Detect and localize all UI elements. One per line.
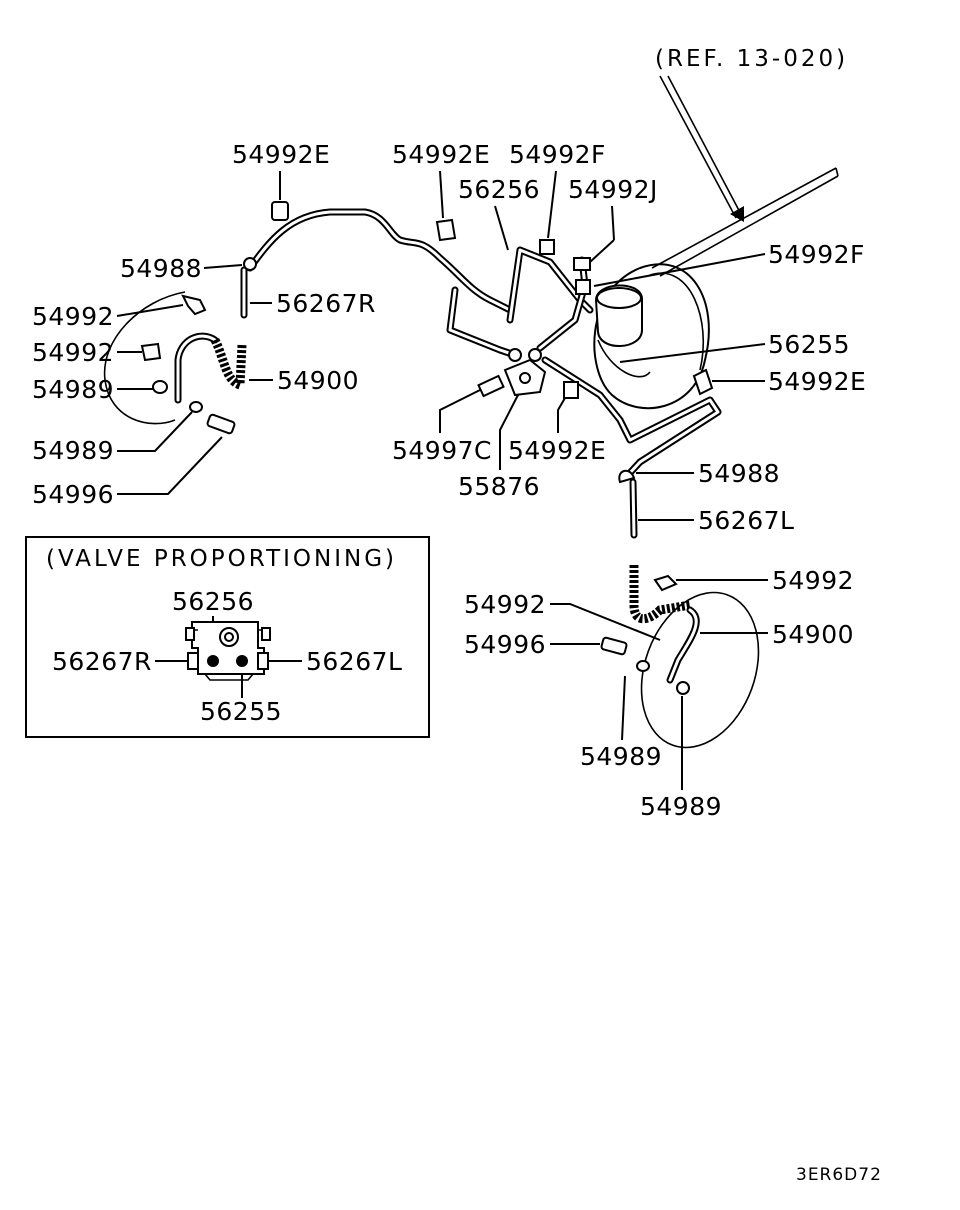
inset-label-56267r: 56267R bbox=[52, 647, 152, 676]
callout-54992e-right: 54992E bbox=[768, 367, 866, 396]
callout-54992j: 54992J bbox=[568, 175, 658, 204]
callout-54900-right: 54900 bbox=[772, 620, 854, 649]
callout-54992-right-a: 54992 bbox=[772, 566, 854, 595]
callout-54996-left: 54996 bbox=[32, 480, 114, 509]
inset-label-56256: 56256 bbox=[172, 587, 254, 616]
clip-54992e-upper-left bbox=[271, 201, 289, 221]
callout-54989-right-b: 54989 bbox=[640, 792, 722, 821]
callout-56267r: 56267R bbox=[276, 289, 376, 318]
callout-54989-left-b: 54989 bbox=[32, 436, 114, 465]
clip-54992e-lower bbox=[563, 381, 579, 399]
callout-54988-left: 54988 bbox=[120, 254, 202, 283]
callout-54996-right: 54996 bbox=[464, 630, 546, 659]
callout-56256: 56256 bbox=[458, 175, 540, 204]
proportioning-valve bbox=[477, 348, 547, 398]
callout-54992f-center: 54992F bbox=[509, 140, 606, 169]
callout-54992-left-a: 54992 bbox=[32, 302, 114, 331]
inset-title: (VALVE PROPORTIONING) bbox=[46, 546, 397, 572]
callout-55876: 55876 bbox=[458, 472, 540, 501]
clip-54992f-right bbox=[575, 279, 591, 295]
callout-54989-left-a: 54989 bbox=[32, 375, 114, 404]
clip-54992e-center bbox=[435, 218, 457, 242]
brake-pipe-network bbox=[240, 208, 722, 539]
callout-54992e-center: 54992E bbox=[392, 140, 490, 169]
seal-54988-right bbox=[618, 469, 636, 484]
callout-54900-left: 54900 bbox=[277, 366, 359, 395]
inset-label-56267l: 56267L bbox=[306, 647, 402, 676]
callout-54992f-right: 54992F bbox=[768, 240, 865, 269]
callout-54997c: 54997C bbox=[392, 436, 492, 465]
seal-54988-left bbox=[243, 257, 257, 271]
front-left-hose-assembly bbox=[103, 291, 247, 435]
front-right-hose-assembly bbox=[600, 565, 760, 749]
inset-label-56255: 56255 bbox=[200, 697, 282, 726]
callout-54988-right: 54988 bbox=[698, 459, 780, 488]
valve-proportioning-inset: (VALVE PROPORTIONING) 56256 56267R 56267… bbox=[25, 536, 430, 738]
clip-54992e-right bbox=[692, 368, 714, 396]
reference-label: (REF. 13-020) bbox=[655, 46, 848, 72]
reference-leader bbox=[659, 75, 737, 219]
callout-54992e-upper-left: 54992E bbox=[232, 140, 330, 169]
callout-54992-left-b: 54992 bbox=[32, 338, 114, 367]
callout-54992-right-b: 54992 bbox=[464, 590, 546, 619]
image-code: 3ER6D72 bbox=[796, 1165, 882, 1185]
callout-54989-right-a: 54989 bbox=[580, 742, 662, 771]
callout-56267l: 56267L bbox=[698, 506, 794, 535]
callout-56255: 56255 bbox=[768, 330, 850, 359]
clip-54992f-center bbox=[539, 239, 555, 255]
master-cylinder bbox=[594, 284, 651, 378]
callout-54992e-lower: 54992E bbox=[508, 436, 606, 465]
clip-54992j bbox=[573, 257, 591, 271]
